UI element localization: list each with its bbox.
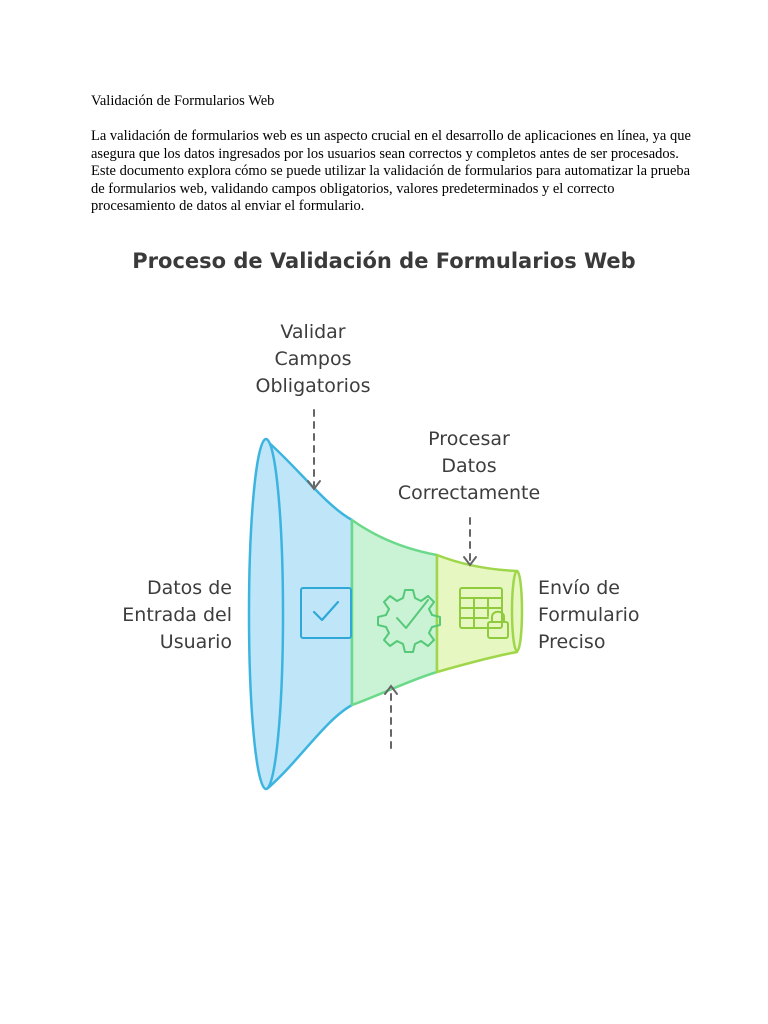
intro-paragraph: La validación de formularios web es un a… [91, 128, 691, 215]
arrow-bottom [384, 684, 398, 749]
funnel-mouth [247, 437, 285, 791]
page-title: Validación de Formularios Web [91, 93, 275, 109]
checkbox-icon [300, 587, 352, 639]
label-process-data: Procesar Datos Correctamente [397, 428, 541, 504]
label-validate-fields: Validar Campos Obligatorios [255, 321, 371, 397]
label-input-data: Datos de Entrada del Usuario [122, 577, 232, 653]
funnel-outlet [510, 569, 524, 653]
funnel-stage-process [435, 553, 519, 674]
diagram-title: Proceso de Validación de Formularios Web [132, 249, 636, 273]
funnel-diagram [247, 409, 524, 791]
arrow-validate [307, 409, 321, 491]
funnel-stage-validate [350, 518, 439, 707]
table-lock-icon [459, 587, 509, 639]
gear-check-icon [377, 589, 441, 653]
arrow-process [463, 517, 477, 567]
label-output-form: Envío de Formulario Preciso [538, 577, 640, 653]
